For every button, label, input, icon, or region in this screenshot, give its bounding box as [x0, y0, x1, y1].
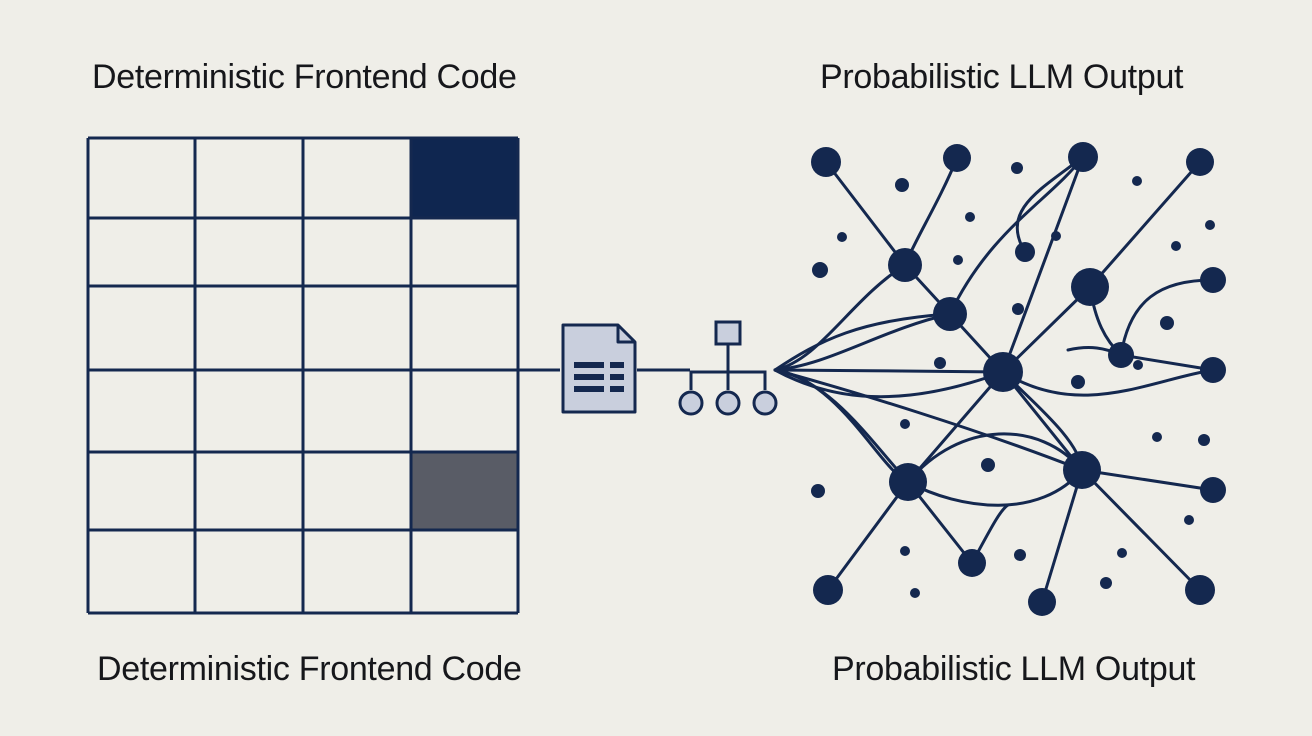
network-node	[811, 147, 841, 177]
probabilistic-label-bottom: Probabilistic LLM Output	[832, 650, 1196, 688]
network-node	[1108, 342, 1134, 368]
deterministic-label-top: Deterministic Frontend Code	[92, 58, 517, 96]
network-node	[958, 549, 986, 577]
network-dot	[953, 255, 963, 265]
network-edge	[903, 156, 959, 267]
network-node	[1200, 477, 1226, 503]
deterministic-grid	[86, 136, 520, 615]
network-dot	[1014, 549, 1026, 561]
network-dot	[900, 419, 910, 429]
network-node	[888, 248, 922, 282]
network-node	[1200, 357, 1226, 383]
network-edge	[948, 155, 1085, 316]
network-node	[983, 352, 1023, 392]
network-edge	[773, 312, 952, 372]
deterministic-label-bottom: Deterministic Frontend Code	[97, 650, 522, 688]
network-dot	[910, 588, 920, 598]
network-edge	[1001, 155, 1085, 374]
network-edge	[1040, 468, 1084, 604]
network-edge	[773, 312, 952, 372]
network-edge	[906, 370, 1005, 484]
network-dot	[1205, 220, 1215, 230]
network-edge	[1119, 353, 1215, 372]
network-dot	[934, 357, 946, 369]
network-dot	[1051, 231, 1061, 241]
network-edge	[906, 468, 1084, 507]
network-dot	[1152, 432, 1162, 442]
network-node	[813, 575, 843, 605]
network-edge	[826, 480, 910, 592]
network-dot	[1100, 577, 1112, 589]
network-edge	[1080, 468, 1202, 592]
network-node	[943, 144, 971, 172]
network-node	[1185, 575, 1215, 605]
network-node	[889, 463, 927, 501]
network-edge	[1119, 278, 1215, 357]
network-edge	[773, 368, 910, 484]
network-edge	[906, 432, 1084, 484]
network-dot	[1012, 303, 1024, 315]
network-node	[933, 297, 967, 331]
network-dot	[1160, 316, 1174, 330]
network-dot	[1011, 162, 1023, 174]
probabilistic-network	[773, 142, 1226, 616]
network-node	[1028, 588, 1056, 616]
network-dot	[1133, 360, 1143, 370]
network-edge	[1015, 155, 1085, 254]
network-edge	[824, 160, 907, 267]
network-dot	[1117, 548, 1127, 558]
network-edge	[773, 368, 1005, 374]
network-dot	[1171, 241, 1181, 251]
network-dot	[837, 232, 847, 242]
network-edge	[1080, 468, 1215, 492]
hierarchy-icon	[678, 320, 778, 416]
network-node	[1015, 242, 1035, 262]
document-icon	[561, 323, 637, 414]
network-dot	[965, 212, 975, 222]
network-dot	[895, 178, 909, 192]
network-edge	[773, 263, 907, 372]
probabilistic-label-top: Probabilistic LLM Output	[820, 58, 1184, 96]
network-dot	[981, 458, 995, 472]
network-dot	[811, 484, 825, 498]
network-node	[1063, 451, 1101, 489]
filled-cell	[411, 138, 518, 218]
network-dot	[1198, 434, 1210, 446]
network-edge	[1001, 368, 1215, 397]
network-dot	[900, 546, 910, 556]
network-node	[1068, 142, 1098, 172]
network-node	[1186, 148, 1214, 176]
network-dot	[812, 262, 828, 278]
network-edge	[1001, 370, 1084, 472]
network-edge	[1001, 285, 1092, 374]
network-edge	[773, 368, 1084, 472]
filled-cell	[411, 452, 518, 530]
network-edge	[1088, 160, 1202, 289]
network-dot	[1184, 515, 1194, 525]
network-dot	[1132, 176, 1142, 186]
network-dot	[1071, 375, 1085, 389]
network-node	[1200, 267, 1226, 293]
network-node	[1071, 268, 1109, 306]
